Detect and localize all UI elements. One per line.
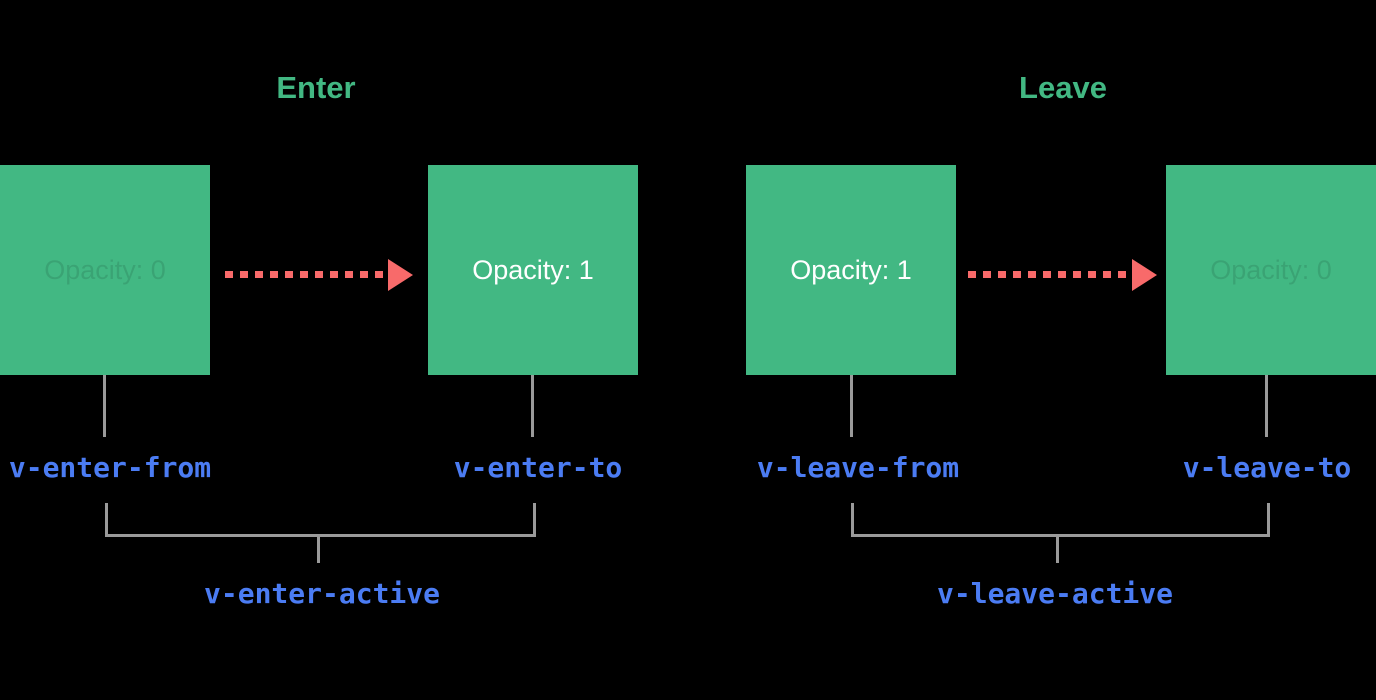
leave-to-opacity-value: Opacity: 0 (1210, 254, 1332, 285)
enter-active-bracket (105, 503, 536, 537)
enter-active-bracket-stem (317, 537, 320, 563)
leave-transition-arrowhead-icon (1132, 259, 1157, 291)
leave-to-connector-line (1265, 375, 1268, 437)
leave-to-state-box: Opacity: 0 (1166, 165, 1376, 375)
enter-from-class-label: v-enter-from (8, 451, 212, 484)
enter-transition-arrow-line (225, 271, 387, 278)
enter-from-connector-line (103, 375, 106, 437)
enter-section-title: Enter (276, 70, 356, 105)
enter-to-connector-line (531, 375, 534, 437)
enter-from-opacity-value: Opacity: 0 (44, 254, 166, 285)
enter-transition-arrowhead-icon (388, 259, 413, 291)
enter-from-state-box: Opacity: 0 (0, 165, 210, 375)
enter-active-class-label: v-enter-active (203, 577, 441, 610)
leave-section-title: Leave (1019, 70, 1107, 105)
leave-transition-arrow-line (968, 271, 1131, 278)
leave-to-class-label: v-leave-to (1182, 451, 1352, 484)
leave-from-state-box: Opacity: 1 (746, 165, 956, 375)
leave-active-class-label: v-leave-active (936, 577, 1174, 610)
leave-from-class-label: v-leave-from (756, 451, 960, 484)
enter-to-class-label: v-enter-to (453, 451, 623, 484)
enter-to-opacity-value: Opacity: 1 (472, 254, 594, 285)
leave-from-connector-line (850, 375, 853, 437)
leave-active-bracket-stem (1056, 537, 1059, 563)
enter-to-state-box: Opacity: 1 (428, 165, 638, 375)
leave-from-opacity-value: Opacity: 1 (790, 254, 912, 285)
leave-active-bracket (851, 503, 1270, 537)
